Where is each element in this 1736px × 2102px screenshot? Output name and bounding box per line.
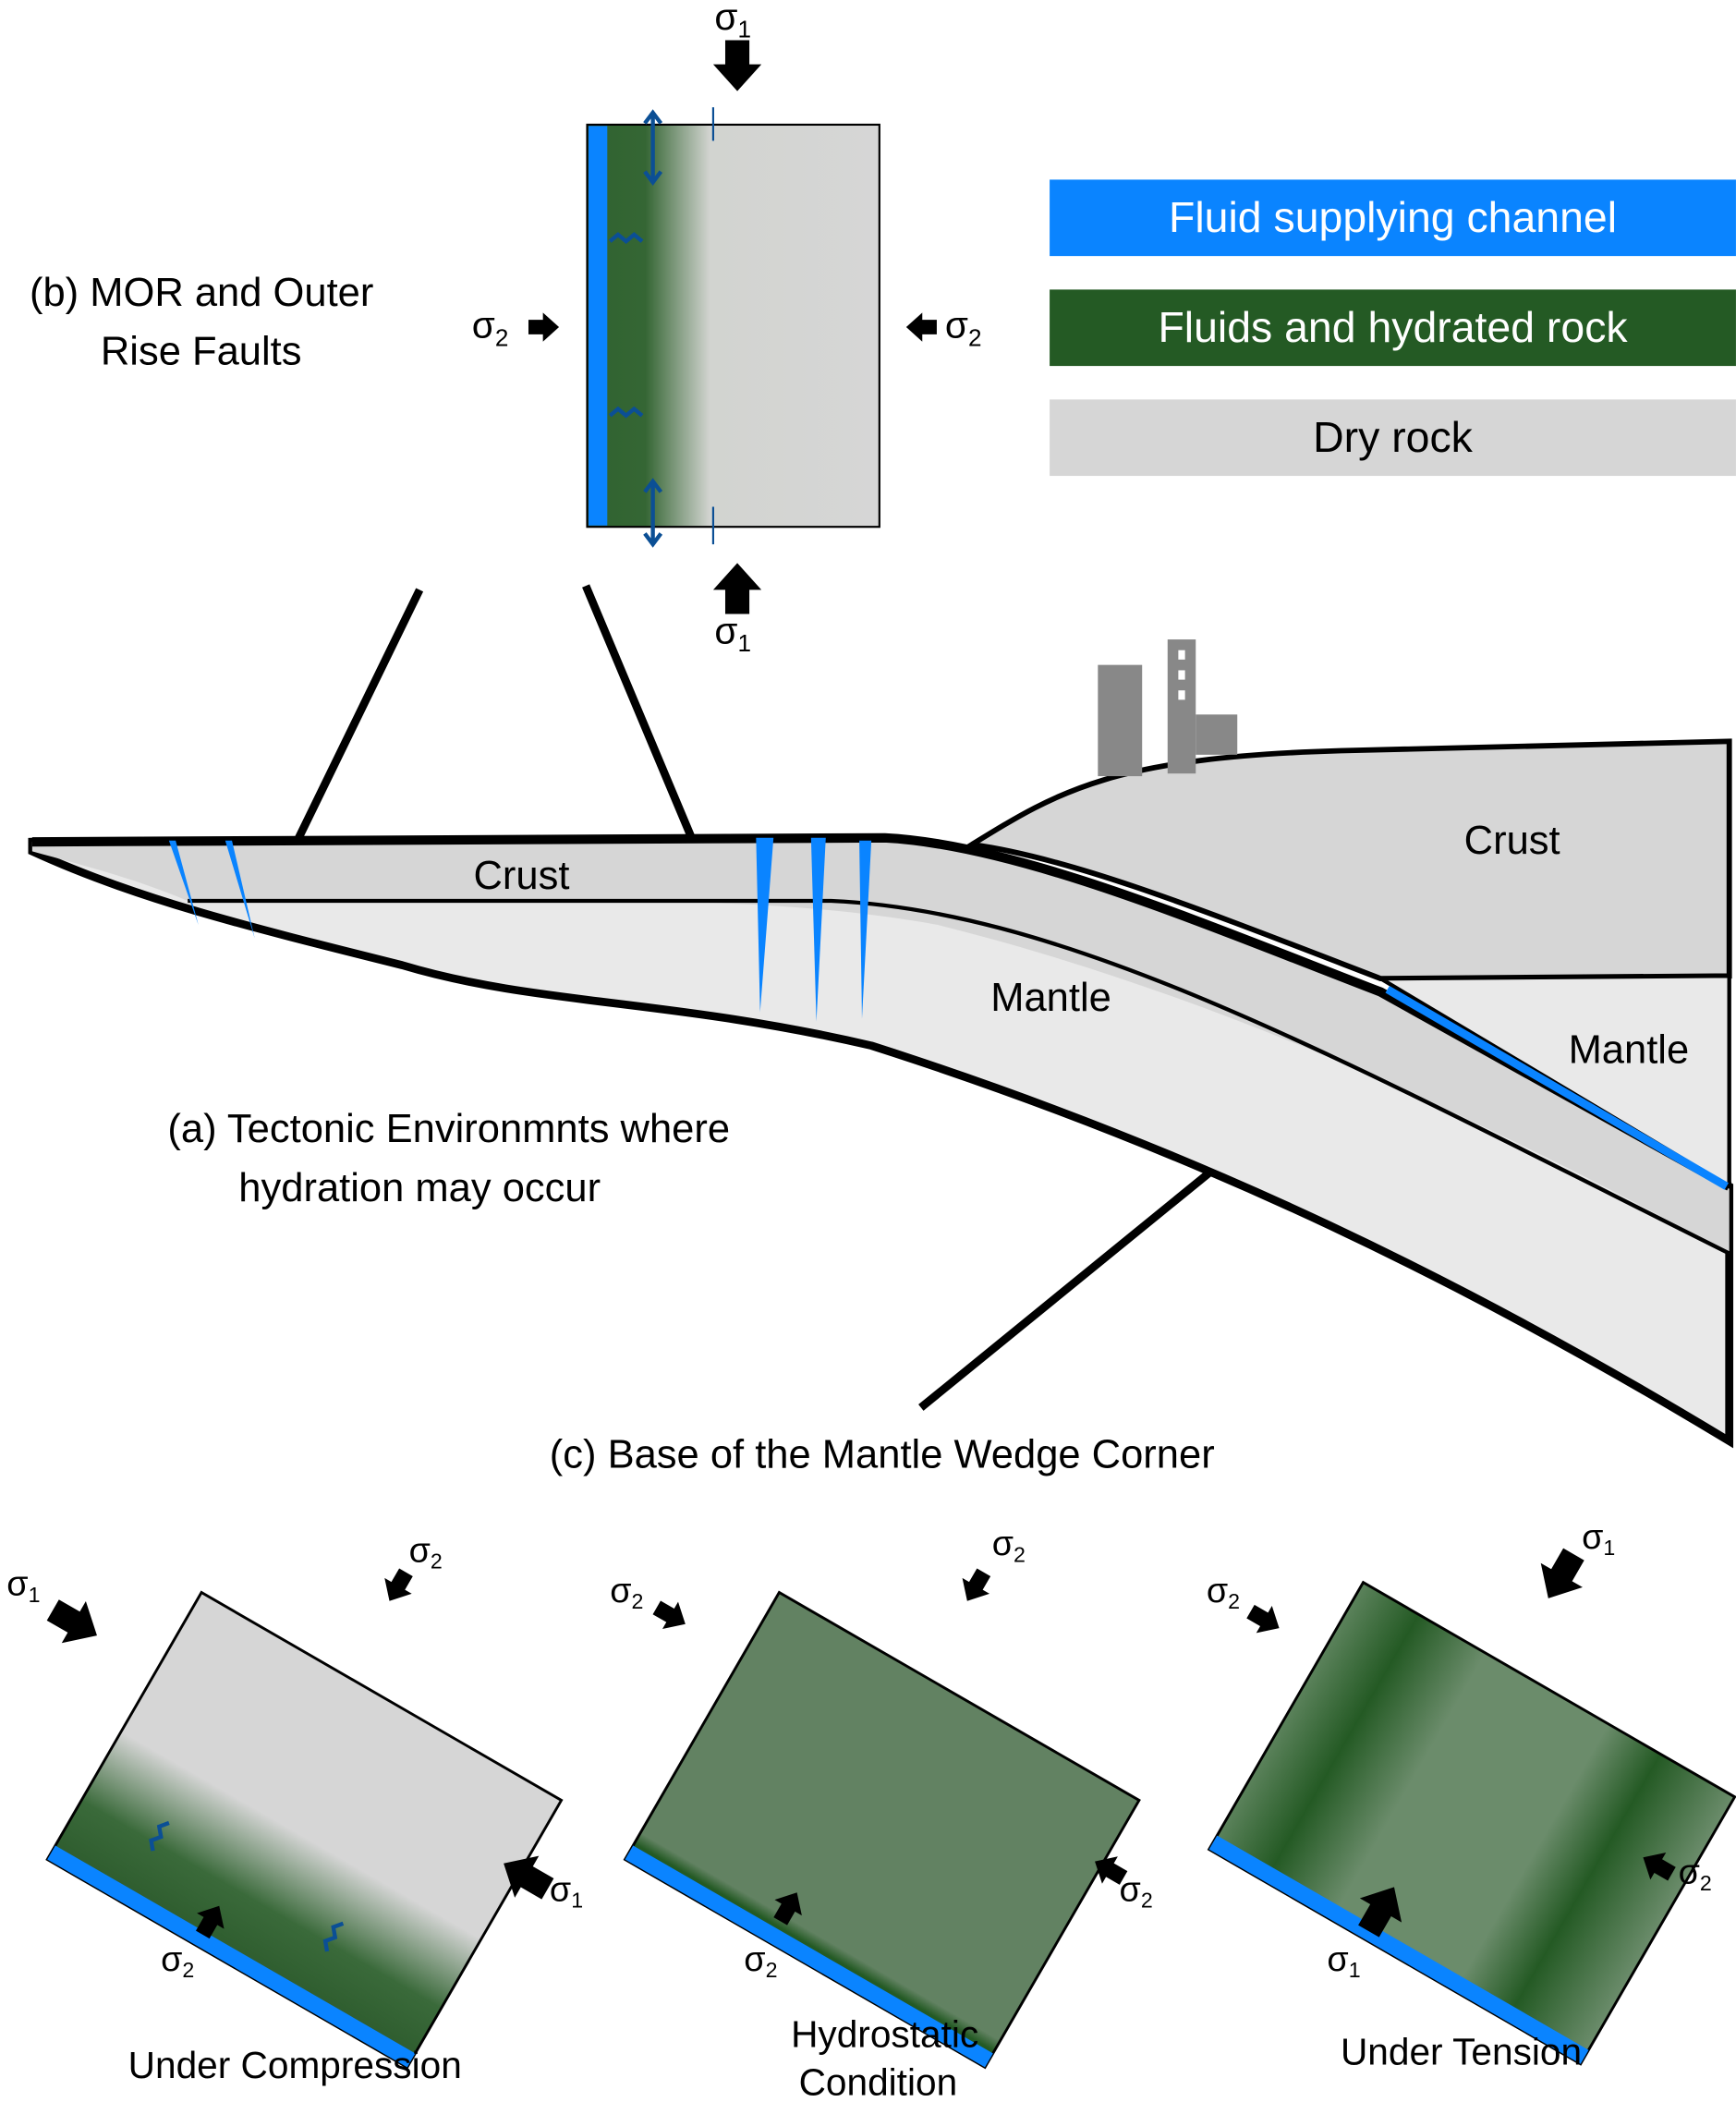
hydrostatic-title-line2: Condition	[799, 2061, 958, 2102]
panel-b-label-line2: Rise Faults	[101, 330, 302, 374]
svg-text:σ1: σ1	[1327, 1939, 1360, 1982]
legend-swatch-fluid	[1050, 179, 1736, 257]
tension-title: Under Tension	[1341, 2030, 1582, 2072]
panel-a-label: (a) Tectonic Environmnts where	[167, 1107, 730, 1151]
sigma2-right-label: σ2	[945, 304, 982, 352]
sigma2-left-label: σ2	[472, 304, 509, 352]
sigma1-bottom-label: σ1	[714, 609, 751, 657]
wedge-mantle-label: Mantle	[1569, 1028, 1690, 1073]
condition-compression: σ1 σ1 σ2 σ2 Under Compression	[6, 1530, 583, 2086]
svg-text:σ2: σ2	[409, 1530, 443, 1573]
oceanic-mantle-label: Mantle	[990, 976, 1111, 1020]
legend-label-fluid: Fluid supplying channel	[1169, 193, 1617, 241]
svg-text:σ2: σ2	[161, 1939, 194, 1982]
hydrostatic-title: Hydrostatic	[791, 2013, 978, 2056]
mor-fluid-channel	[588, 126, 608, 526]
subduction-fluid-channel	[1385, 985, 1729, 1190]
oceanic-crust	[31, 837, 1730, 1254]
condition-hydrostatic: σ2 σ2 σ2 σ2 Hydrostatic Condition	[610, 1524, 1153, 2102]
legend: Fluid supplying channel Fluids and hydra…	[1050, 179, 1736, 477]
svg-text:σ2: σ2	[992, 1524, 1026, 1566]
svg-text:σ2: σ2	[1207, 1571, 1240, 1613]
oceanic-crust-label: Crust	[473, 854, 569, 898]
compression-title: Under Compression	[128, 2044, 462, 2086]
sigma2-right-arrow	[905, 312, 937, 342]
wave-arrows	[610, 107, 715, 548]
sigma1-top-label: σ1	[714, 0, 751, 43]
panel-b: (b) MOR and Outer Rise Faults σ1 σ1 σ2 σ…	[30, 0, 982, 657]
mor-block	[586, 123, 880, 529]
panel-b-label: (b) MOR and Outer	[30, 271, 373, 315]
legend-swatch-dry	[1050, 399, 1736, 477]
sigma1-bottom-arrow	[712, 563, 762, 614]
legend-swatch-hydrated	[1050, 289, 1736, 367]
panel-a-label-line2: hydration may occur	[238, 1166, 601, 1210]
svg-text:σ2: σ2	[1679, 1853, 1712, 1895]
legend-label-dry: Dry rock	[1313, 413, 1474, 461]
svg-text:σ1: σ1	[6, 1564, 40, 1607]
sigma2-left-arrow	[528, 312, 560, 342]
svg-text:σ2: σ2	[610, 1571, 643, 1613]
panel-c-label: (c) Base of the Mantle Wedge Corner	[550, 1433, 1215, 1477]
svg-text:σ2: σ2	[1120, 1869, 1153, 1912]
svg-text:σ2: σ2	[744, 1939, 777, 1982]
legend-label-hydrated: Fluids and hydrated rock	[1158, 303, 1628, 351]
cross-section: Crust Mantle Crust Mantle	[28, 639, 1734, 1449]
condition-tension: σ2 σ2 σ1 σ1 Under Tension	[1207, 1517, 1736, 2072]
svg-text:σ1: σ1	[1582, 1517, 1615, 1560]
sigma1-top-arrow	[712, 40, 762, 91]
fault-fluid-wedges	[168, 837, 872, 1022]
svg-text:σ1: σ1	[550, 1869, 583, 1912]
city-icon	[1098, 639, 1238, 777]
overriding-crust-label: Crust	[1464, 819, 1560, 863]
